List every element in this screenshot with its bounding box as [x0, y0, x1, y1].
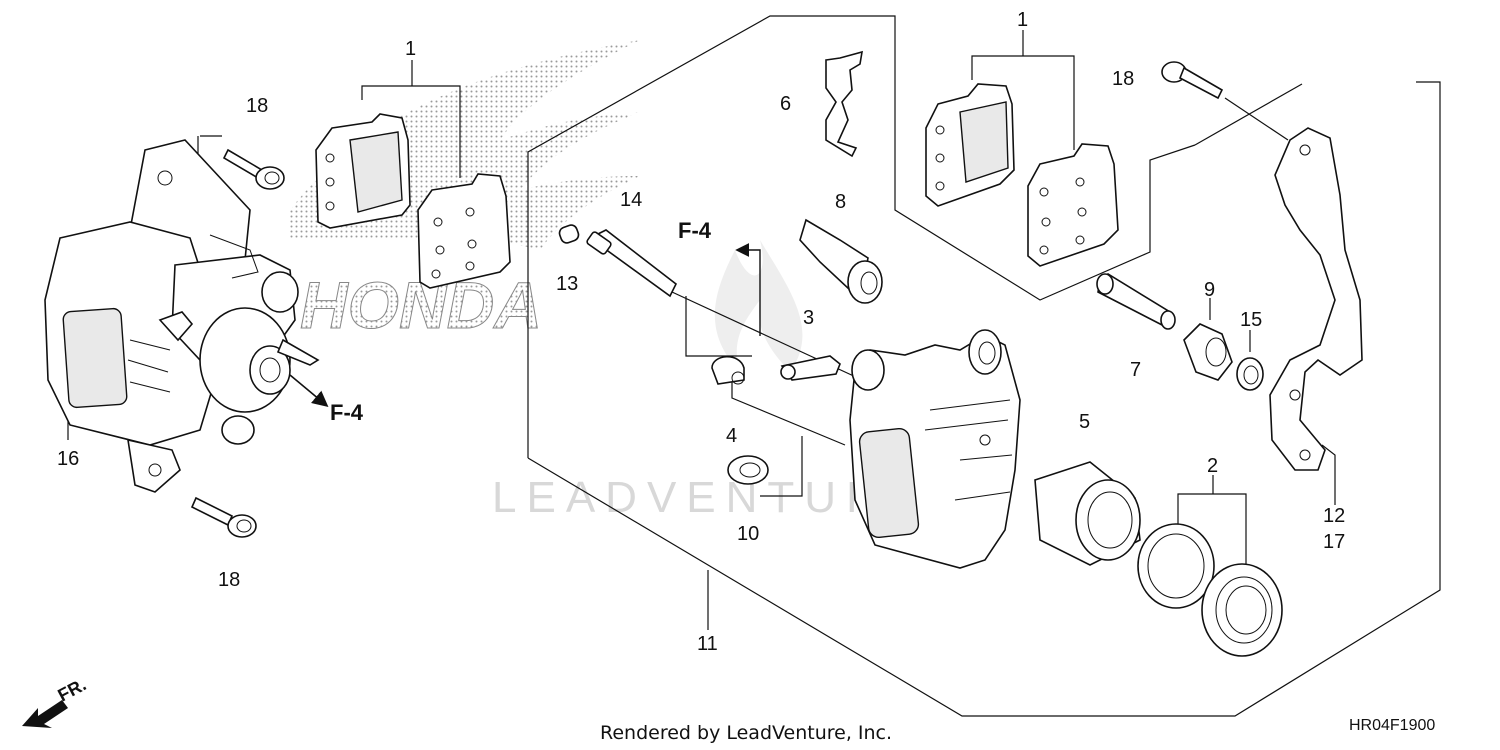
- callout-18-upper-left: 18: [246, 95, 268, 117]
- diagram-code: HR04F1900: [1349, 717, 1435, 734]
- bolt-upper-right: [1161, 61, 1224, 100]
- callout-18-lower-left: 18: [218, 569, 240, 591]
- callout-5: 5: [1079, 411, 1090, 433]
- callout-9: 9: [1204, 279, 1215, 301]
- callout-11: 11: [697, 633, 718, 655]
- brake-pad-right-b: [1027, 143, 1119, 267]
- front-caliper-body: [849, 329, 1021, 569]
- pin-boot: [799, 218, 883, 304]
- caliper-bracket: [1269, 127, 1363, 471]
- rear-caliper-assembly: [44, 139, 320, 493]
- callout-8: 8: [835, 191, 846, 213]
- callout-15: 15: [1240, 309, 1262, 331]
- callout-16: 16: [57, 448, 79, 470]
- callout-2: 2: [1207, 455, 1218, 477]
- brake-pad-left-a: [315, 113, 411, 229]
- callout-17: 17: [1323, 531, 1345, 553]
- callout-1-left: 1: [405, 38, 416, 60]
- bleeder-cap: [711, 355, 745, 385]
- callout-18-right: 18: [1112, 68, 1134, 90]
- leader-lines: [67, 15, 1441, 717]
- pin-boot-right: [1183, 323, 1233, 381]
- caliper-piston: [1034, 461, 1141, 566]
- callouts: 1 1 2 3 4 5 6 7 8 9 10 11 12 13 14 15 16…: [57, 9, 1345, 655]
- svg-text:F-4: F-4: [678, 218, 712, 243]
- front-direction-label: FR.: [54, 674, 89, 705]
- front-direction-arrow: FR.: [22, 674, 89, 728]
- svg-text:F-4: F-4: [330, 400, 364, 425]
- leadventure-watermark-text: LEADVENTURE: [492, 473, 927, 522]
- callout-4: 4: [726, 425, 737, 447]
- callout-13: 13: [556, 273, 578, 295]
- callout-14: 14: [620, 189, 642, 211]
- dust-seal: [1201, 563, 1283, 657]
- callout-12: 12: [1323, 505, 1345, 527]
- bleeder-screw: [780, 355, 841, 381]
- f4-ref-left: F-4: [289, 374, 364, 425]
- pin-cap: [558, 224, 580, 244]
- slide-pin-right: [1096, 273, 1176, 330]
- callout-10: 10: [737, 523, 759, 545]
- f4-ref-center: F-4: [678, 218, 761, 336]
- pad-spring-clip: [825, 50, 863, 158]
- callout-7: 7: [1130, 359, 1141, 381]
- small-boot: [727, 455, 769, 485]
- slide-pin: [586, 229, 678, 298]
- callout-3: 3: [803, 307, 814, 329]
- bolt-upper-left: [222, 148, 285, 190]
- bolt-lower-left: [190, 496, 257, 538]
- piston-seal: [1137, 523, 1215, 609]
- o-ring-small: [1236, 357, 1264, 391]
- brake-pad-left-b: [417, 173, 511, 289]
- callout-6: 6: [780, 93, 791, 115]
- footer-credit: Rendered by LeadVenture, Inc.: [600, 722, 892, 744]
- leadventure-watermark: LEADVENTURE: [492, 240, 927, 522]
- callout-1-right: 1: [1017, 9, 1028, 31]
- brake-pad-right-a: [925, 83, 1015, 207]
